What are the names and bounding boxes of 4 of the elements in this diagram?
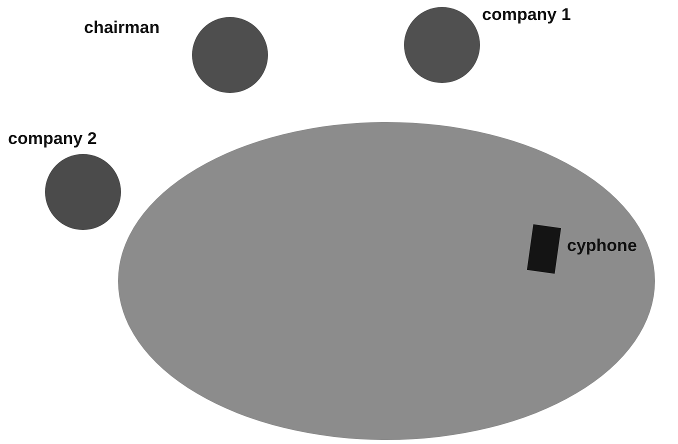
node-label: cyphone xyxy=(567,236,637,256)
node-label: company 2 xyxy=(8,129,97,149)
node-label: company 1 xyxy=(482,5,571,25)
node-label: chairman xyxy=(84,18,160,38)
